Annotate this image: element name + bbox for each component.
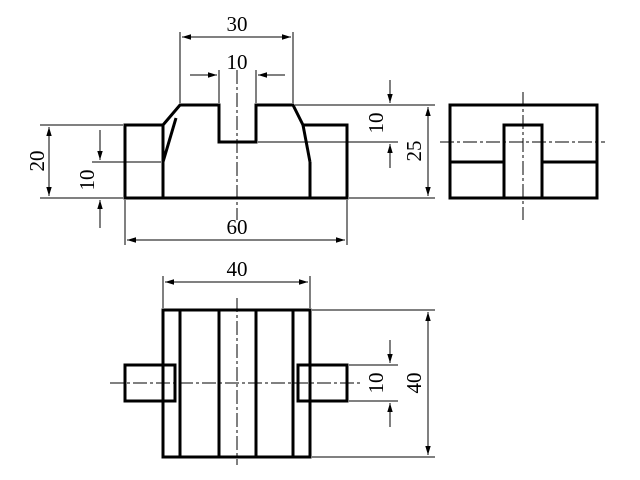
dim-label-60: 60 — [227, 215, 248, 239]
dim-label-top-depth: 40 — [402, 373, 426, 394]
front-view: 30 10 20 10 10 25 60 — [25, 12, 435, 245]
dim-label-30: 30 — [227, 12, 248, 36]
dim-label-inner-height: 10 — [75, 170, 99, 191]
front-right-taper — [301, 124, 312, 163]
side-view — [440, 92, 605, 220]
front-view-outline — [123, 103, 349, 200]
dim-label-slot-depth: 10 — [364, 113, 388, 134]
front-left-taper — [161, 117, 178, 163]
dim-label-slot-width: 10 — [227, 50, 248, 74]
dim-label-20: 20 — [25, 151, 49, 172]
dim-label-25: 25 — [402, 141, 426, 162]
dim-label-top-width: 40 — [227, 257, 248, 281]
top-view: 40 10 40 — [110, 257, 435, 465]
dim-label-boss-width: 10 — [364, 373, 388, 394]
